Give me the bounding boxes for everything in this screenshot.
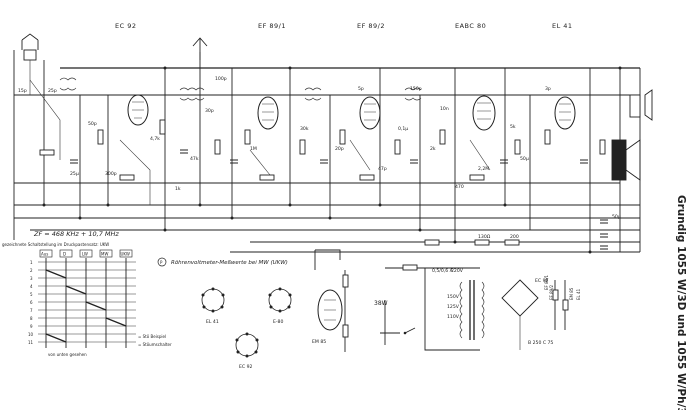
svg-text:1: 1 — [30, 260, 33, 265]
svg-text:25p: 25p — [48, 88, 57, 94]
tube-label-ef89-2: EF 89/2 — [357, 22, 385, 30]
pinout-e80: E-80 — [268, 287, 292, 325]
svg-text:0,5/0,6 A: 0,5/0,6 A — [432, 268, 454, 274]
svg-text:200: 200 — [510, 234, 519, 240]
svg-text:470: 470 — [455, 184, 464, 190]
svg-text:220V: 220V — [451, 268, 464, 274]
svg-text:4: 4 — [30, 284, 33, 289]
svg-text:10: 10 — [28, 332, 34, 337]
switch-table: gezeichnete Schaltstellung im Druckpaste… — [2, 242, 172, 357]
svg-text:47k: 47k — [190, 156, 199, 162]
power-supply: 0,5/0,6 A 220V 150V 125V 110V 38W EC 92 … — [374, 264, 581, 351]
antenna-symbol — [192, 37, 208, 60]
tube-label-ef89-1: EF 89/1 — [258, 22, 286, 30]
svg-text:EL 41: EL 41 — [206, 319, 219, 325]
svg-text:3: 3 — [30, 276, 33, 281]
pinout-el41: EL 41 — [201, 287, 225, 325]
passive-components — [39, 119, 608, 250]
measurement-note: P Röhrenvoltmeter-Meßwerte bei MW (UKW) — [157, 257, 288, 267]
svg-text:11: 11 — [28, 340, 34, 345]
svg-text:EL 41: EL 41 — [576, 288, 581, 300]
svg-text:2k: 2k — [430, 146, 436, 152]
svg-text:MW: MW — [101, 252, 108, 257]
svg-text:50µ: 50µ — [612, 214, 621, 220]
svg-text:EC 92: EC 92 — [535, 278, 548, 284]
em85-label: EM 85 — [312, 339, 326, 345]
svg-text:= Stöumschalter: = Stöumschalter — [138, 342, 172, 347]
tube-label-eabc80: EABC 80 — [455, 22, 486, 30]
svg-text:125V: 125V — [447, 304, 460, 310]
svg-text:8: 8 — [30, 316, 33, 321]
svg-text:300p: 300p — [105, 171, 117, 177]
tube-label-ec92: EC 92 — [115, 22, 136, 30]
svg-text:150p: 150p — [410, 86, 422, 92]
svg-text:P: P — [160, 260, 163, 265]
if-note: ZF = 468 KHz + 10,7 MHz — [33, 230, 119, 238]
svg-text:130Ω: 130Ω — [478, 234, 491, 240]
junctions — [42, 66, 622, 254]
svg-text:2: 2 — [30, 268, 33, 273]
svg-text:4,7k: 4,7k — [150, 136, 160, 142]
svg-text:150V: 150V — [447, 294, 460, 300]
svg-text:3p: 3p — [545, 86, 551, 92]
svg-text:100p: 100p — [215, 76, 227, 82]
svg-text:7: 7 — [30, 308, 33, 313]
page-title: Grundig 1055 W/3D und 1055 W/Ph/3D — [675, 195, 687, 410]
pinout-ec92: EC 92 — [235, 332, 259, 370]
tube-el41 — [554, 96, 576, 130]
svg-text:20p: 20p — [335, 146, 344, 152]
svg-text:2,2M: 2,2M — [478, 166, 489, 172]
tube-ef89-2 — [359, 96, 381, 130]
svg-text:LW: LW — [82, 252, 88, 257]
svg-text:Aus: Aus — [41, 252, 48, 257]
svg-text:6: 6 — [30, 300, 33, 305]
svg-text:EF 89/2: EF 89/2 — [549, 284, 554, 300]
component-value-labels: 15p 25p 100p 50p 4,7k 47k 30p 1M 20p 5p … — [18, 76, 621, 240]
antenna-input — [21, 33, 39, 95]
svg-text:UKW: UKW — [121, 252, 130, 257]
tube-ef89-1 — [257, 96, 279, 130]
svg-text:5: 5 — [30, 292, 33, 297]
svg-text:38W: 38W — [374, 300, 388, 307]
svg-text:EM 85: EM 85 — [569, 287, 574, 300]
svg-text:EC 92: EC 92 — [239, 364, 252, 370]
tube-ec92 — [127, 94, 149, 126]
svg-text:D: D — [63, 252, 66, 257]
svg-text:15p: 15p — [18, 88, 27, 94]
rectifier-label: B 250 C 75 — [528, 340, 553, 346]
svg-text:47p: 47p — [378, 166, 387, 172]
svg-text:5p: 5p — [358, 86, 364, 92]
tube-eabc80 — [472, 95, 496, 131]
svg-text:30p: 30p — [205, 108, 214, 114]
svg-text:50p: 50p — [88, 121, 97, 127]
svg-text:50µ: 50µ — [520, 156, 529, 162]
svg-text:EF 89/1: EF 89/1 — [544, 274, 549, 290]
svg-text:Röhrenvoltmeter-Meßwerte bei M: Röhrenvoltmeter-Meßwerte bei MW (UKW) — [171, 260, 288, 266]
svg-text:5k: 5k — [510, 124, 516, 130]
svg-text:E-80: E-80 — [273, 319, 283, 325]
speaker — [611, 89, 653, 181]
svg-text:25µ: 25µ — [70, 171, 79, 177]
if-transformers — [59, 77, 422, 101]
svg-text:1k: 1k — [175, 186, 181, 192]
main-wiring — [13, 50, 641, 253]
svg-text:0,1µ: 0,1µ — [398, 126, 408, 132]
tube-label-el41: EL 41 — [552, 22, 573, 30]
svg-text:9: 9 — [30, 324, 33, 329]
svg-text:von unten gesehen: von unten gesehen — [48, 352, 87, 357]
svg-text:110V: 110V — [447, 314, 460, 320]
svg-text:1M: 1M — [250, 146, 257, 152]
svg-text:10n: 10n — [440, 106, 449, 112]
svg-text:= Stö Beispiel: = Stö Beispiel — [138, 334, 166, 339]
tube-em85: EM 85 — [312, 249, 349, 352]
svg-text:30k: 30k — [300, 126, 309, 132]
switch-table-caption: gezeichnete Schaltstellung im Druckpaste… — [2, 242, 109, 247]
